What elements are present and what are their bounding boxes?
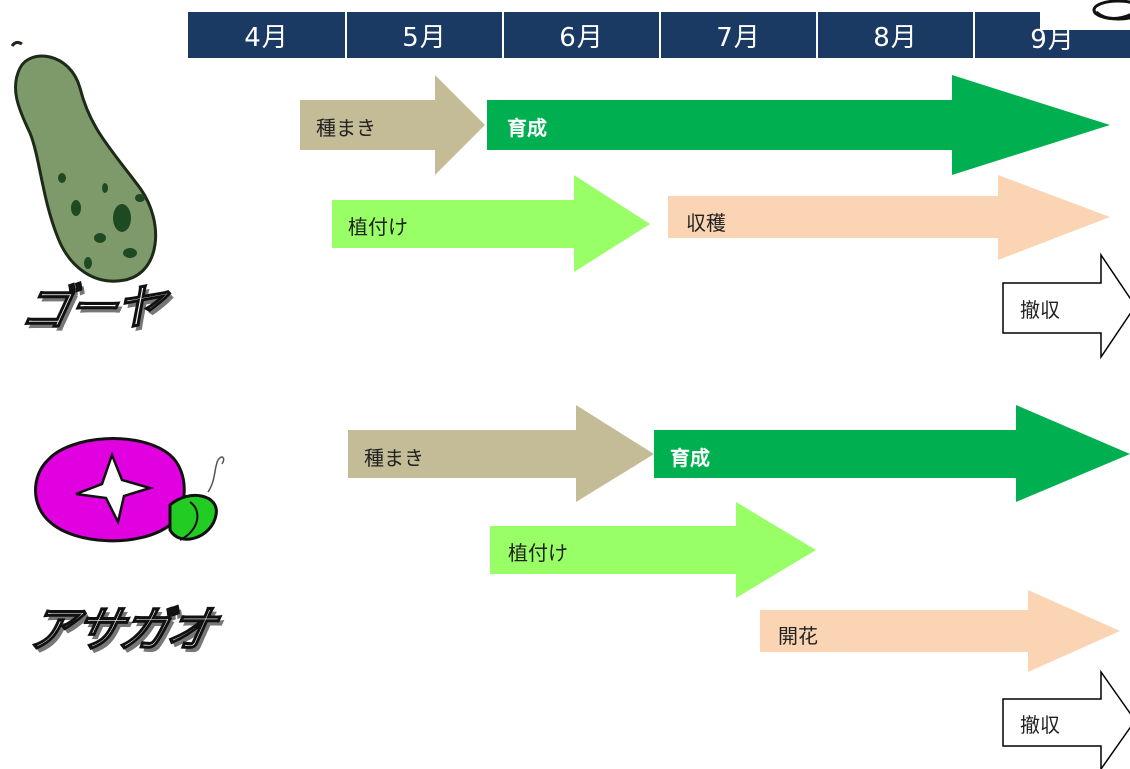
month-june: 6月 [502,12,659,58]
goya-growing-arrow: 育成 [487,75,1112,175]
asagao-planting-label: 植付け [508,541,568,565]
asagao-bloom-arrow: 開花 [760,590,1122,672]
goya-planting-label: 植付け [348,215,408,239]
month-may: 5月 [345,12,502,58]
goya-harvest-arrow: 収穫 [668,175,1112,260]
month-july: 7月 [659,12,816,58]
asagao-removal-arrow: 撤収 [1002,669,1130,769]
goya-name: ゴーヤ [16,279,168,337]
month-april: 4月 [244,22,289,53]
asagao-name: アサガオ [22,601,220,659]
corner-clipart-icon [1040,0,1130,30]
asagao-bloom-label: 開花 [778,624,818,648]
goya-removal-label: 撤収 [1020,298,1060,322]
morning-glory-icon [34,437,225,543]
goya-harvest-label: 収穫 [686,211,726,235]
goya-growing-label: 育成 [507,116,547,140]
asagao-growing-arrow: 育成 [654,405,1130,503]
goya-sowing-label: 種まき [316,116,376,140]
asagao-growing-label: 育成 [670,446,710,470]
goya-sowing-arrow: 種まき [300,75,490,175]
asagao-planting-arrow: 植付け [490,502,820,598]
asagao-removal-label: 撤収 [1020,713,1060,737]
asagao-sowing-label: 種まき [364,446,424,470]
asagao-sowing-arrow: 種まき [348,405,658,503]
month-header: 4月 5月 6月 7月 8月 9月 [188,12,1130,58]
month-august: 8月 [816,12,973,58]
goya-removal-arrow: 撤収 [1002,252,1130,360]
goya-planting-arrow: 植付け [332,175,652,273]
bitter-melon-icon [10,40,158,283]
